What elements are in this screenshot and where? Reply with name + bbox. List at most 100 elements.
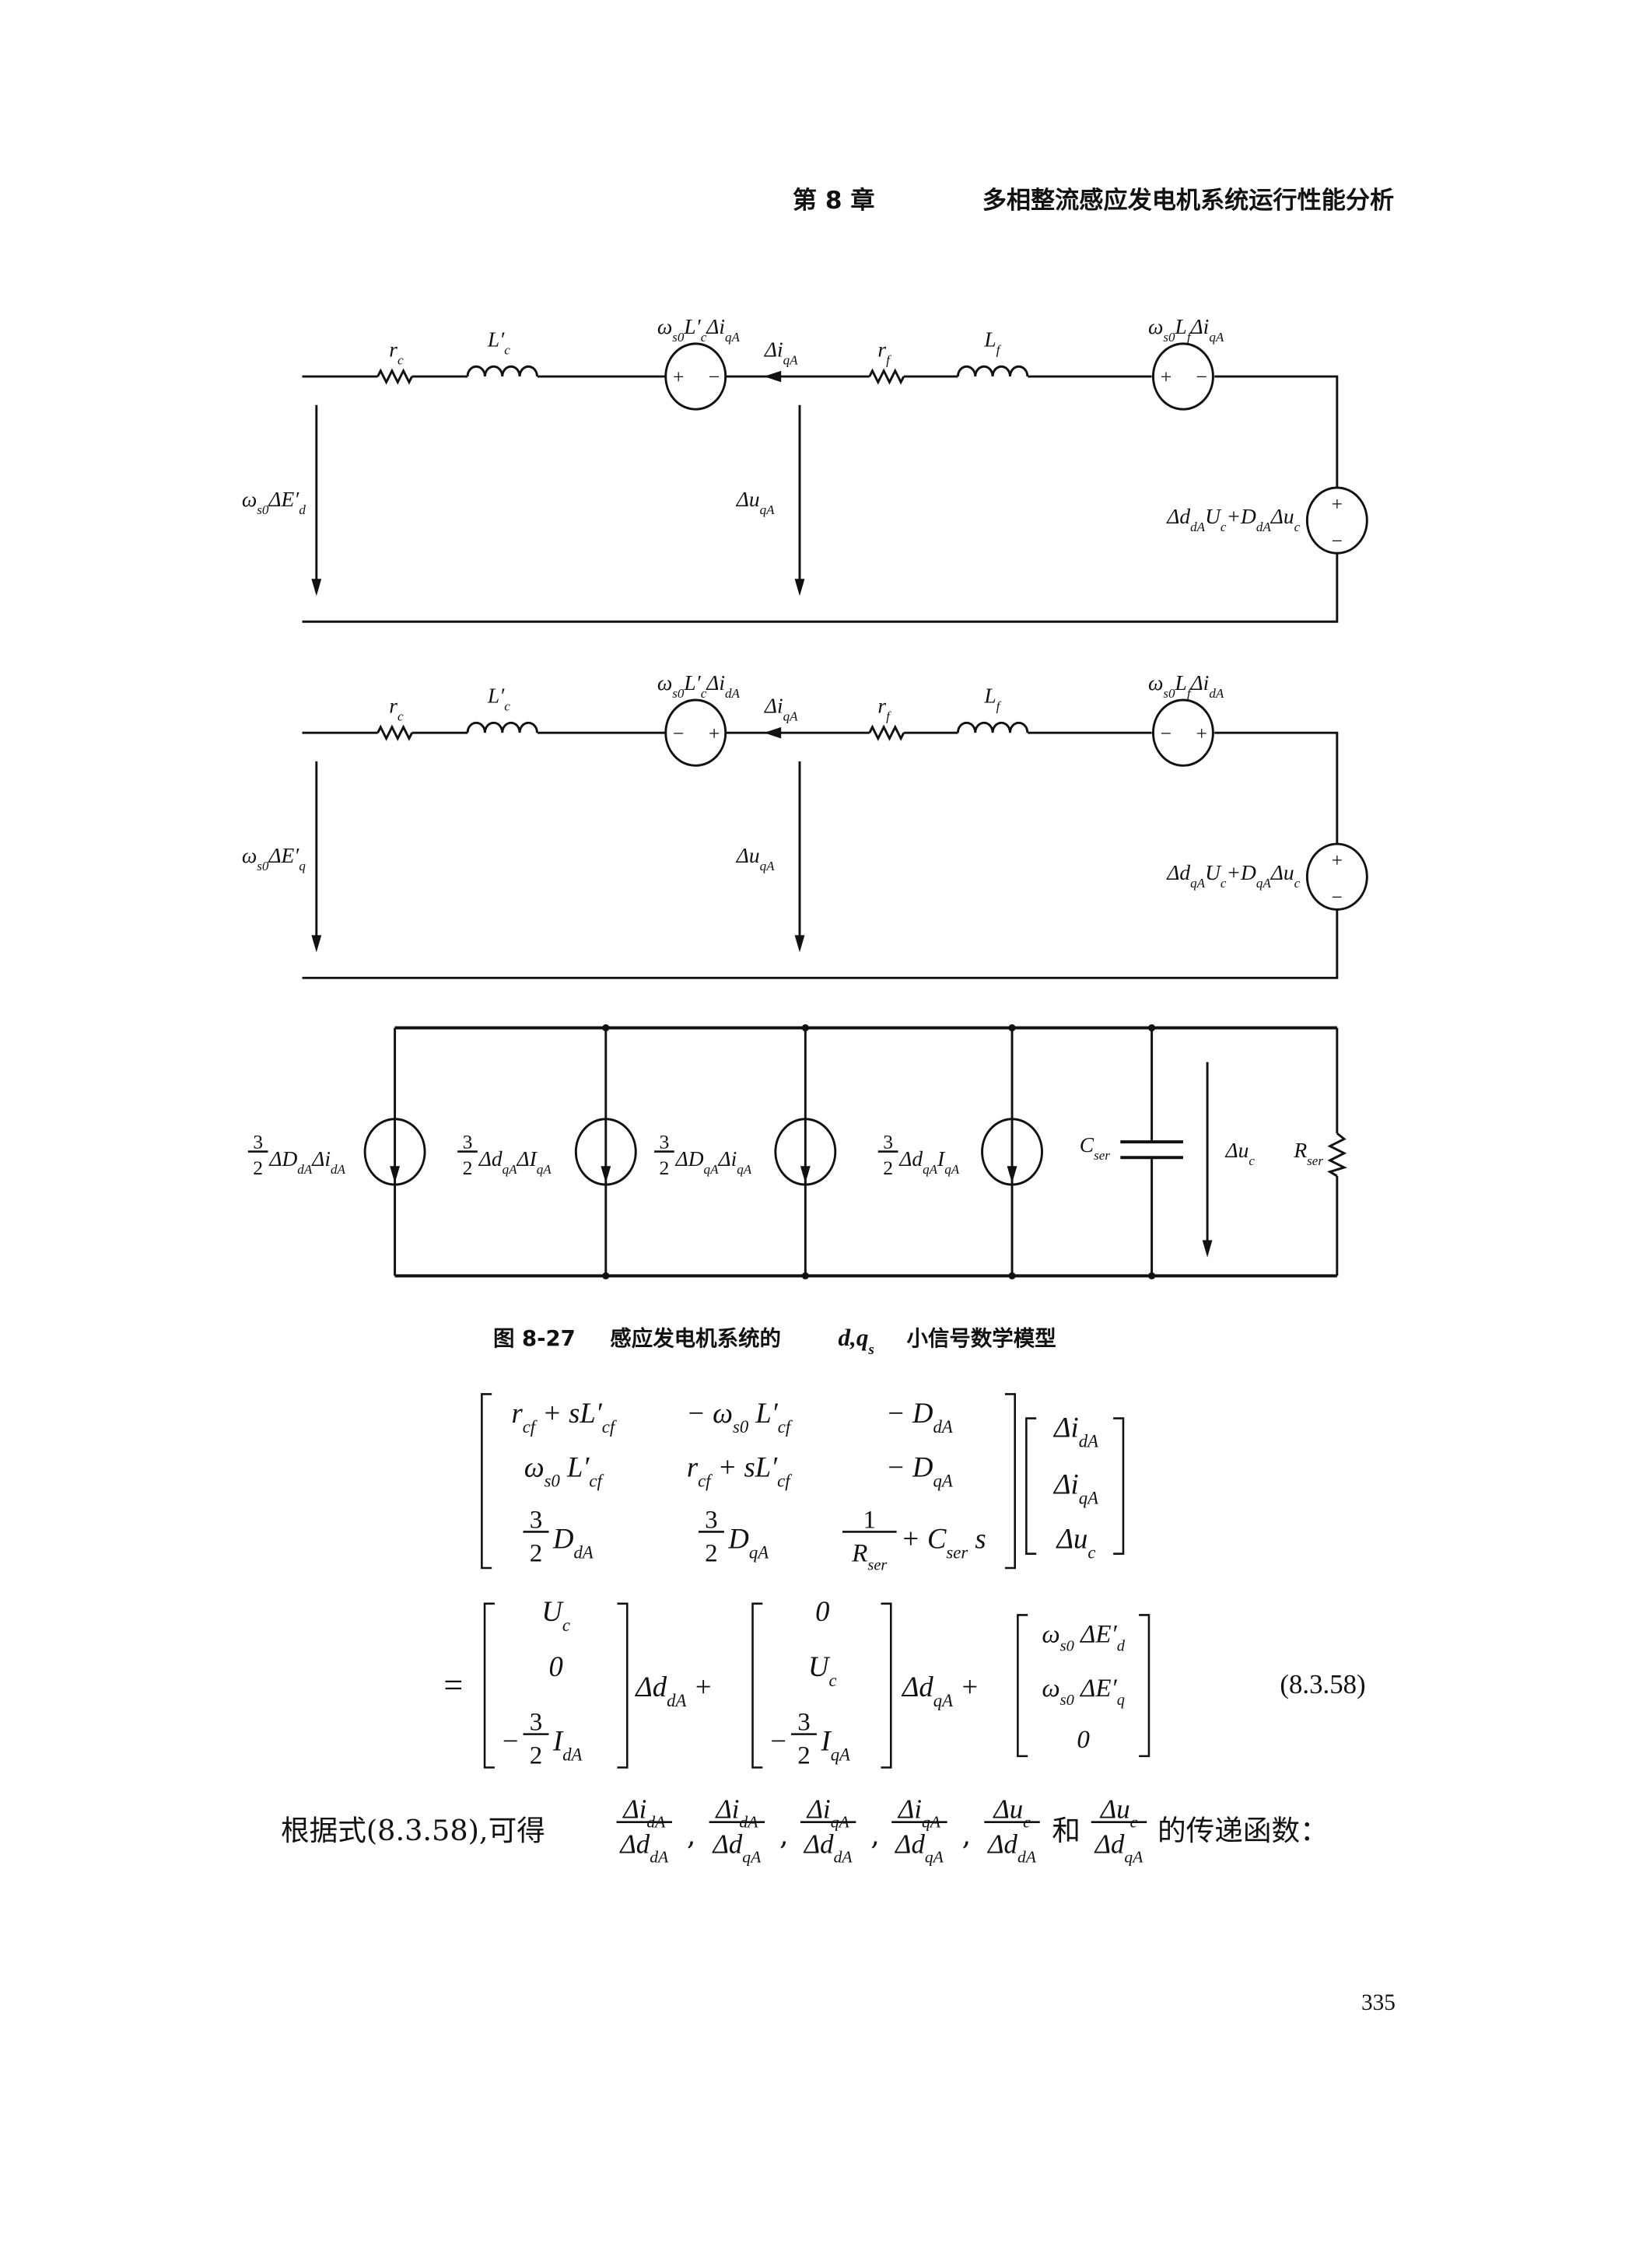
- numerator: 1: [863, 1506, 876, 1534]
- voltage-source: −+ωs0LfΔidA: [1148, 671, 1224, 767]
- denominator: 2: [463, 1157, 473, 1179]
- figure-8-27: +−ωs0L′cΔiqA+−ωs0LfΔiqA+−ΔddAUc+DdAΔucrc…: [242, 315, 1368, 1279]
- arrowhead-icon: [794, 579, 805, 597]
- inductor-symbol: [956, 721, 1029, 733]
- arrowhead-icon: [800, 1166, 811, 1184]
- capacitor-label: Cser: [1080, 1133, 1111, 1163]
- resistor-label-rc: rc: [389, 338, 404, 366]
- source-label: ωs0L′cΔidA: [657, 671, 741, 701]
- denominator: ΔddA: [986, 1829, 1037, 1867]
- numerator: 3: [463, 1131, 473, 1153]
- source-label: ΔdqAΔIqA: [478, 1147, 552, 1177]
- source-sign: −: [1161, 722, 1171, 744]
- coefficient-fraction: 32: [654, 1131, 674, 1179]
- vector-entry: ΔidA: [1052, 1411, 1098, 1451]
- vector-entry: Uc: [541, 1595, 570, 1635]
- arrowhead-icon: [794, 935, 805, 953]
- source-label: ΔdqAUc+DqAΔuc: [1166, 861, 1300, 890]
- denominator: 2: [705, 1539, 717, 1567]
- comma: ,: [962, 1818, 972, 1851]
- coefficient-fraction: 32: [247, 1131, 268, 1179]
- comma: ,: [779, 1818, 789, 1851]
- source-sign: −: [673, 722, 684, 744]
- d-axis-circuit: +−ωs0L′cΔiqA+−ωs0LfΔiqA+−ΔddAUc+DdAΔucrc…: [242, 315, 1368, 623]
- source-label: ΔdqAIqA: [898, 1147, 959, 1177]
- denominator: Rser: [851, 1539, 888, 1573]
- resistor-symbol: [868, 724, 905, 741]
- resistor-label: Rser: [1293, 1139, 1323, 1168]
- matrix-bracket: [751, 1602, 892, 1769]
- matrix-entry: + Cser s: [901, 1522, 986, 1562]
- matrix-entry: − DqA: [886, 1451, 953, 1491]
- input-dA-term: ΔddA +: [634, 1671, 713, 1710]
- voltage-label: Δuc: [1225, 1139, 1256, 1168]
- current-label: ΔiqA: [764, 695, 798, 724]
- coefficient-fraction: 32: [877, 1131, 898, 1179]
- equation-number: (8.3.58): [1280, 1669, 1365, 1699]
- matrix-bracket: [1025, 1417, 1125, 1555]
- matrix-bracket: [483, 1602, 629, 1769]
- arrowhead-icon: [601, 1166, 611, 1184]
- denominator: ΔddA: [618, 1829, 669, 1867]
- wire: [1150, 1027, 1339, 1276]
- denominator: ΔddA: [803, 1829, 853, 1867]
- emf-label: ωs0ΔE′d: [242, 488, 306, 516]
- numerator: 3: [797, 1709, 810, 1737]
- denominator: 2: [660, 1157, 670, 1179]
- dc-link-voltage-source: +−ΔdqAUc+DqAΔuc: [1166, 842, 1368, 911]
- matrix-entry: − ωs0 L′cf: [686, 1397, 793, 1437]
- source-sign: +: [1196, 722, 1207, 744]
- denominator: ΔdqA: [894, 1829, 944, 1867]
- matrix-bracket: [481, 1393, 1016, 1570]
- denominator: 2: [797, 1742, 810, 1770]
- and-text: 和: [1052, 1814, 1080, 1847]
- numerator: 3: [883, 1131, 893, 1153]
- inductor-symbol: [466, 721, 538, 733]
- minus-sign: −: [503, 1725, 519, 1757]
- chapter-number: 第 8 章: [793, 187, 875, 215]
- source-label: ΔddAUc+DdAΔuc: [1166, 505, 1300, 534]
- matrix-entry: rcf + sL′cf: [511, 1397, 616, 1437]
- source-sign: +: [1332, 492, 1343, 515]
- source-sign: +: [1161, 366, 1171, 388]
- junction-dot: [1008, 1024, 1016, 1032]
- bus-wire: [394, 1026, 1337, 1278]
- numerator: 3: [530, 1709, 542, 1737]
- source-sign: −: [1332, 530, 1343, 552]
- source-sign: −: [1332, 886, 1343, 908]
- vector-entry: IqA: [820, 1725, 850, 1765]
- capacitor-symbol: [1120, 1140, 1183, 1160]
- matrix-entry: rcf + sL′cf: [687, 1451, 792, 1491]
- denominator: 2: [530, 1539, 542, 1567]
- body-paragraph: 根据式(8.3.58),可得ΔidAΔddA,ΔidAΔdqA,ΔiqAΔddA…: [281, 1794, 1329, 1866]
- vector-entry: IdA: [552, 1725, 583, 1765]
- emf-label: ωs0ΔE′q: [242, 844, 306, 873]
- coefficient-fraction: 32: [457, 1131, 478, 1179]
- chapter-title: 多相整流感应发电机系统运行性能分析: [982, 187, 1394, 215]
- junction-dot: [602, 1024, 610, 1032]
- matrix-entry: − DdA: [886, 1397, 953, 1437]
- arrowhead-icon: [390, 1166, 401, 1184]
- vector-entry: 0: [815, 1595, 829, 1627]
- comma: ,: [687, 1818, 696, 1851]
- voltage-source: +−ωs0LfΔiqA: [1148, 315, 1224, 411]
- dc-link-voltage-source: + − ΔddAUc+DdAΔuc: [1166, 486, 1368, 555]
- resistor-symbol: [868, 368, 905, 385]
- wire: [302, 731, 1339, 979]
- source-label: ΔDqAΔiqA: [675, 1147, 752, 1177]
- voltage-label: ΔuqA: [736, 844, 775, 873]
- current-arrow-icon: [764, 726, 782, 739]
